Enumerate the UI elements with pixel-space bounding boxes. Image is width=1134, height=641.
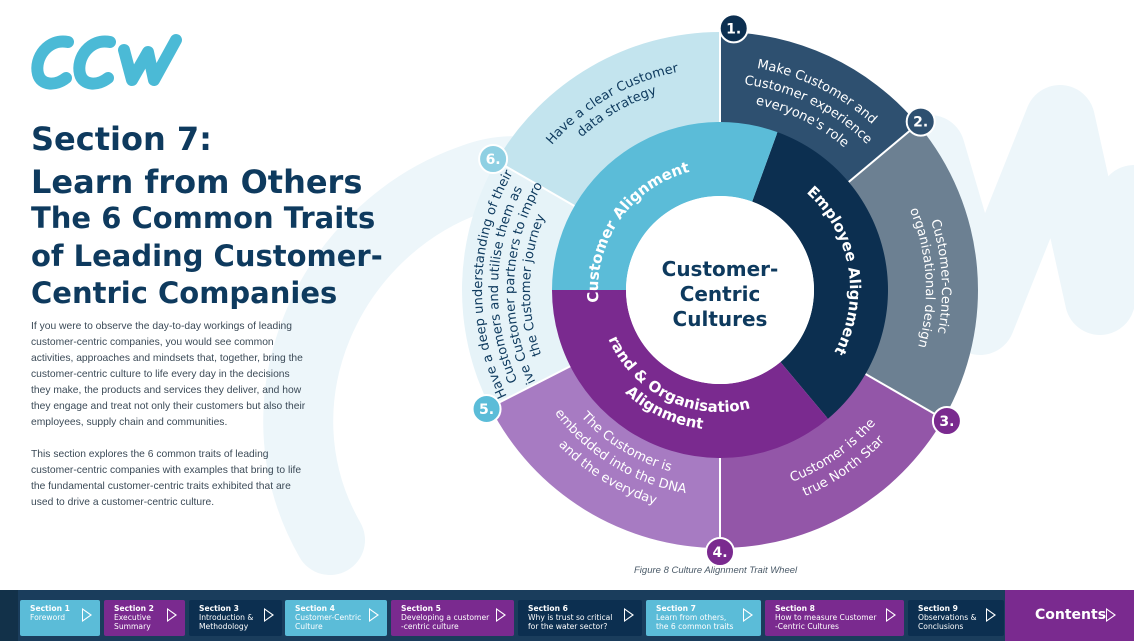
nav-section-description: Conclusions	[918, 622, 964, 631]
middle-segment-2	[552, 290, 828, 459]
explore-paragraph: This section explores the 6 common trait…	[31, 447, 356, 511]
nav-section-description: for the water sector?	[528, 622, 608, 631]
section-heading: Section 7: Learn from Others	[31, 118, 362, 204]
nav-section-description: Learn from others,	[656, 613, 727, 622]
nav-section-title: Section 4	[295, 604, 335, 613]
nav-section-description: Customer-Centric	[295, 613, 362, 622]
trait-number-badge-1: 1.	[718, 13, 749, 44]
nav-section-title: Section 5	[401, 604, 441, 613]
nav-section-description: the 6 common traits	[656, 622, 734, 631]
nav-section-description: Developing a customer	[401, 613, 490, 622]
middle-segment-3	[552, 121, 778, 290]
nav-section-title: Section 3	[199, 604, 239, 613]
nav-section-description: How to measure Customer	[775, 613, 877, 622]
arrow-right-icon	[496, 608, 506, 622]
nav-section-title: Section 6	[528, 604, 568, 613]
text-line: they engage and treat not only their cus…	[31, 401, 306, 412]
nav-section-description: -centric culture	[401, 622, 459, 631]
arrow-right-icon	[82, 608, 92, 622]
text-line: If you were to observe the day-to-day wo…	[31, 321, 292, 332]
nav-section-description: Executive	[114, 613, 151, 622]
arrow-right-icon	[886, 608, 896, 622]
nav-section-description: Introduction &	[199, 613, 254, 622]
trait-number: 6.	[486, 152, 501, 168]
subtitle-line: Centric Companies	[31, 276, 338, 310]
trait-number-badge-3: 3.	[931, 406, 962, 436]
nav-section-description: Methodology	[199, 622, 249, 631]
trait-number-badge-2: 2.	[905, 106, 936, 137]
outer-segment-6	[496, 32, 720, 207]
subtitle-line: The 6 Common Traits	[31, 201, 376, 235]
nav-section-description: -Centric Cultures	[775, 622, 839, 631]
trait-number: 1.	[726, 21, 741, 37]
trait-number-badge-5: 5.	[471, 393, 502, 424]
wheel-center	[626, 196, 814, 384]
contents-button[interactable]: Contents	[1005, 590, 1134, 641]
nav-section-title: Section 9	[918, 604, 958, 613]
section-number: Section 7:	[31, 120, 212, 158]
trait-number: 3.	[939, 414, 954, 430]
nav-section-title: Section 1	[30, 604, 70, 613]
outer-segment-3	[720, 373, 944, 548]
arrow-right-icon	[1106, 608, 1116, 622]
subtitle-line: of Leading Customer-	[31, 238, 383, 273]
text-line: customer-centric companies, you would se…	[31, 337, 274, 348]
nav-section-title: Section 2	[114, 604, 154, 613]
arrow-right-icon	[369, 608, 379, 622]
arrow-right-icon	[743, 608, 753, 622]
arrow-right-icon	[624, 608, 634, 622]
arrow-right-icon	[264, 608, 274, 622]
text-line: employees, supply chain and communities.	[31, 417, 228, 428]
nav-section-description: Why is trust so critical	[528, 613, 613, 622]
outer-segment-1	[720, 32, 918, 184]
trait-number: 2.	[913, 115, 928, 131]
center-title-line: Centric	[680, 282, 761, 306]
contents-label: Contents	[1035, 607, 1107, 623]
nav-section-title: Section 8	[775, 604, 815, 613]
outer-segment-5	[462, 161, 577, 408]
text-line: customer-centric culture to life every d…	[31, 369, 290, 380]
section-subtitle: The 6 Common Traits of Leading Customer-…	[31, 200, 391, 313]
outer-segment-4	[490, 365, 720, 548]
section-title: Learn from Others	[31, 163, 363, 201]
intro-paragraph: If you were to observe the day-to-day wo…	[31, 319, 356, 431]
nav-section-description: Summary	[114, 622, 151, 631]
trait-number: 5.	[479, 402, 494, 418]
middle-segment-1	[752, 132, 889, 419]
arrow-right-icon	[986, 608, 996, 622]
trait-number-badge-4: 4.	[705, 537, 735, 567]
nav-section-description: Culture	[295, 622, 323, 631]
outer-segment-2	[847, 124, 978, 419]
arrow-right-icon	[167, 608, 177, 622]
text-line: used to drive a customer-centric culture…	[31, 497, 215, 508]
center-title-line: Customer-	[662, 257, 779, 281]
text-line: they make, the products and services the…	[31, 385, 302, 396]
nav-section-title: Section 7	[656, 604, 696, 613]
nav-section-description: Observations &	[918, 613, 977, 622]
ccw-logo	[31, 34, 182, 90]
text-line: customer-centric companies with examples…	[31, 465, 302, 476]
text-line: This section explores the 6 common trait…	[31, 449, 269, 460]
center-title-line: Cultures	[673, 307, 768, 331]
text-line: activities, approaches and mindsets that…	[31, 353, 303, 364]
trait-number-badge-6: 6.	[478, 144, 509, 174]
figure-caption: Figure 8 Culture Alignment Trait Wheel	[634, 565, 798, 576]
trait-number: 4.	[712, 545, 727, 561]
nav-section-description: Foreword	[30, 613, 66, 622]
text-line: the fundamental customer-centric traits …	[31, 481, 291, 492]
